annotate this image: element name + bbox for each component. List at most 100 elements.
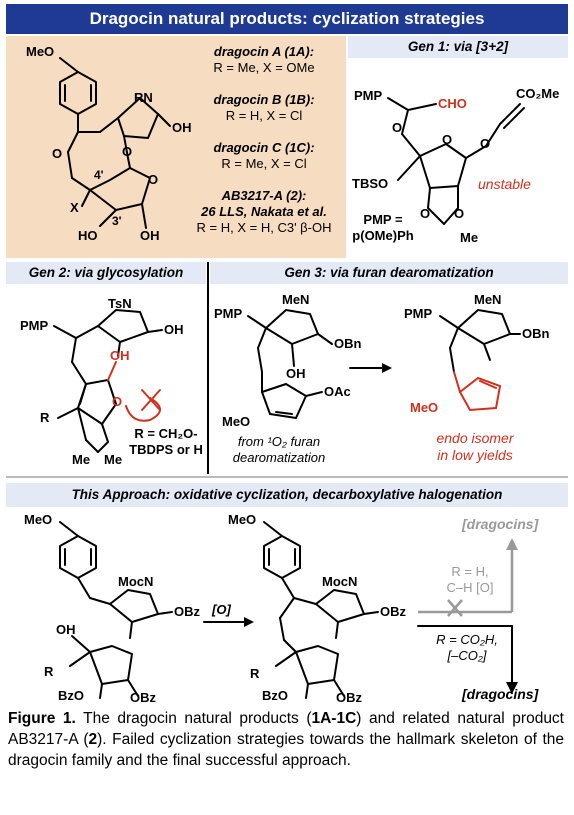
gen1-header: Gen 1: via [3+2]	[348, 36, 568, 58]
gen1-o4-label: O	[420, 206, 431, 221]
oh-lower-label: OH	[140, 228, 160, 243]
gen1-co2me-label: CO₂Me	[516, 86, 560, 101]
figure-title: Dragocin natural products: cyclization s…	[6, 4, 568, 34]
path-up-line2: C–H [O]	[446, 580, 494, 595]
gen1-cho-label: CHO	[438, 96, 467, 111]
product-meo-label: MeO	[228, 512, 257, 527]
caption-bold1: 1A-1C	[311, 710, 357, 727]
gen3-meo-label: MeO	[222, 414, 251, 429]
gen3-obn-label: OBn	[334, 336, 362, 351]
pos-3-label: 3'	[112, 214, 122, 228]
section-divider-vertical	[207, 262, 209, 474]
gen3-endo-line1: endo isomer	[436, 430, 514, 446]
gen3-from-line2: dearomatization	[232, 450, 326, 465]
product-obz-label: OBz	[380, 604, 406, 619]
approach-oh-label: OH	[56, 622, 76, 637]
oh-label: OH	[172, 120, 192, 135]
approach-obz-label: OBz	[174, 604, 200, 619]
natural-products-panel	[6, 36, 346, 258]
gen3-from-line1: from ¹O₂ furan	[237, 434, 321, 449]
o-ring-label: O	[122, 144, 133, 159]
gen1-me-label: Me	[460, 230, 479, 245]
caption-part3: ). Failed cyclization strategies towards…	[8, 731, 564, 769]
product-bzo-label: BzO	[262, 688, 288, 703]
compound-1c-name: dragocin C (1C):	[213, 140, 315, 155]
dragocin-scaffold	[59, 57, 171, 229]
path-down-line2: [–CO₂]	[447, 648, 487, 663]
gen1-pmp-def-line2: p(OMe)Ph	[352, 228, 414, 243]
rn-label: RN	[134, 90, 153, 105]
gen3-product-meo-label: MeO	[410, 400, 439, 415]
section-divider-horizontal	[6, 476, 568, 478]
ho-label: HO	[78, 228, 98, 243]
o-sugar-label: O	[148, 172, 159, 187]
gen3-endo-line2: in low yields	[437, 447, 513, 463]
gen2-oh-label: OH	[164, 322, 184, 337]
compound-1c: dragocin C (1C): R = Me, X = Cl	[184, 140, 344, 172]
oxidation-label: [O]	[212, 602, 231, 617]
gen3-product-pmp-label: PMP	[404, 306, 433, 321]
compound-1c-sub: R = Me, X = Cl	[221, 156, 307, 171]
caption-part2: ) and related natural product AB3217-A (	[8, 710, 564, 748]
compound-2: AB3217-A (2): 26 LLS, Nakata et al. R = …	[184, 188, 344, 236]
gen3-product-structure	[439, 309, 521, 412]
approach-obz2-label: OBz	[130, 690, 156, 705]
gen1-pmp-label: PMP	[354, 88, 383, 103]
approach-bzo-label: BzO	[58, 688, 84, 703]
product-obz2-label: OBz	[336, 690, 362, 705]
gray-arrowhead	[506, 538, 518, 550]
path-up-conditions: R = H, C–H [O]	[432, 564, 508, 596]
compound-2-name: AB3217-A (2):	[221, 188, 307, 203]
caption-lead: Figure 1.	[8, 710, 76, 727]
compound-1b-sub: R = H, X = Cl	[225, 108, 303, 123]
approach-meo-label: MeO	[24, 512, 53, 527]
gen2-header: Gen 2: via glycosylation	[6, 262, 206, 284]
compound-1b: dragocin B (1B): R = H, X = Cl	[184, 92, 344, 124]
figure-caption: Figure 1. The dragocin natural products …	[8, 708, 564, 771]
gen3-product-men-label: MeN	[474, 292, 502, 307]
gen1-pmp-definition: PMP = p(OMe)Ph	[350, 212, 416, 244]
gen1-unstable-label: unstable	[478, 176, 531, 192]
compound-1a-name: dragocin A (1A):	[213, 44, 315, 59]
approach-r-label: R	[44, 664, 54, 679]
gen2-me2-label: Me	[104, 452, 123, 467]
gen1-o2-label: O	[442, 132, 453, 147]
gen3-start-structure	[247, 309, 333, 419]
gen1-pmp-def-line1: PMP =	[363, 212, 403, 227]
approach-mocn-label: MocN	[118, 574, 154, 589]
gen2-r-def-line2: TBDPS or H	[129, 442, 203, 457]
gen3-men-label: MeN	[282, 292, 310, 307]
path-up-line1: R = H,	[451, 564, 489, 579]
gen2-o-red-label: O	[112, 394, 123, 409]
path-down-conditions: R = CO₂H, [–CO₂]	[422, 632, 512, 664]
this-approach-header: This Approach: oxidative cyclization, de…	[6, 483, 568, 507]
gen1-o5-label: O	[454, 206, 465, 221]
approach-product-structure	[263, 521, 379, 699]
gen1-tbso-label: TBSO	[352, 176, 389, 191]
gen3-arrowhead	[382, 363, 392, 373]
o-bridge-label: O	[52, 146, 63, 161]
gen2-structure	[53, 309, 163, 453]
gen1-structure	[387, 97, 525, 225]
gen3-product-obn-label: OBn	[522, 326, 550, 341]
gen3-oac-label: OAc	[324, 384, 351, 399]
gray-cross-2	[447, 599, 463, 617]
gen2-me1-label: Me	[72, 452, 91, 467]
product-mocn-label: MocN	[322, 574, 358, 589]
gen3-header: Gen 3: via furan dearomatization	[210, 262, 568, 284]
compound-1a-sub: R = Me, X = OMe	[213, 60, 315, 75]
gen1-o1-label: O	[392, 120, 403, 135]
x-label: X	[70, 200, 79, 215]
gen2-r-definition: R = CH₂O- TBDPS or H	[124, 426, 208, 458]
caption-part1: The dragocin natural products (	[75, 710, 312, 727]
caption-bold2: 2	[88, 731, 98, 748]
pos-4-label: 4'	[94, 168, 104, 182]
gen2-r-label: R	[40, 410, 50, 425]
path-down-line1: R = CO₂H,	[436, 632, 498, 647]
gen2-tsn-label: TsN	[108, 296, 132, 311]
black-arrowhead	[506, 682, 518, 694]
compound-2-line2: 26 LLS, Nakata et al.	[201, 204, 327, 219]
gen3-endo-note: endo isomer in low yields	[410, 430, 540, 464]
dragocins-gray-label: [dragocins]	[462, 516, 539, 532]
